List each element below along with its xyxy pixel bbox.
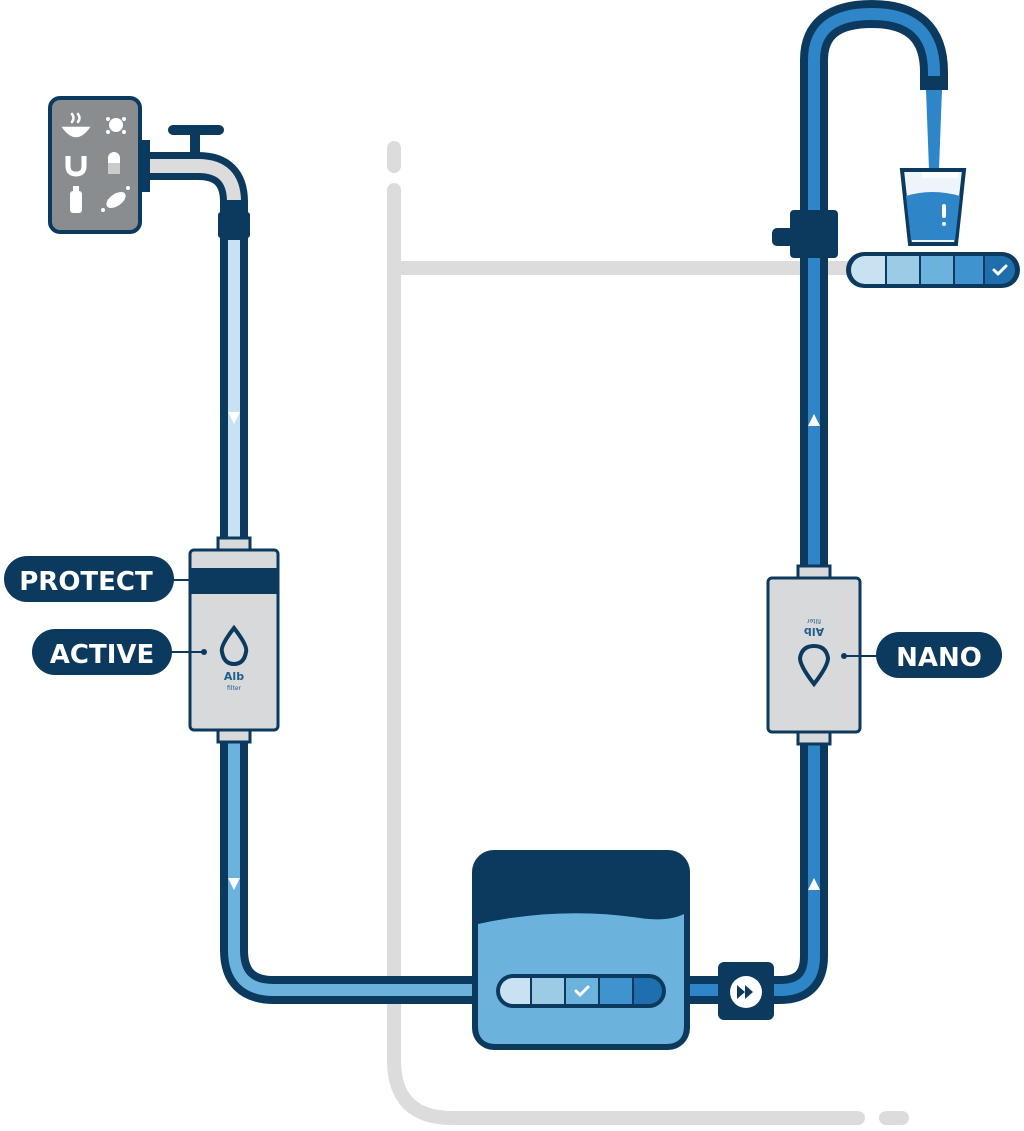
active-label-text: ACTIVE bbox=[50, 640, 155, 670]
tank-progress-indicator bbox=[500, 978, 662, 1004]
outlet-valve[interactable] bbox=[772, 76, 948, 258]
protect-label-text: PROTECT bbox=[19, 567, 153, 597]
cartridge-logo-sub: filter bbox=[806, 617, 820, 624]
flow-arrows bbox=[228, 412, 820, 890]
cartridge-logo: Alb bbox=[804, 625, 824, 638]
gray-guide-lines bbox=[387, 141, 909, 1125]
plastic-bottle-icon bbox=[70, 186, 82, 213]
check-icon bbox=[992, 264, 1008, 276]
inlet-pipe bbox=[140, 152, 248, 540]
inlet-valve[interactable] bbox=[168, 125, 250, 238]
contaminants-panel bbox=[48, 96, 150, 234]
active-label: ACTIVE bbox=[32, 629, 207, 675]
flow-arrow-up bbox=[808, 414, 820, 426]
heavy-metals-icon bbox=[61, 112, 91, 138]
microbe-icon bbox=[101, 186, 130, 212]
nano-label-text: NANO bbox=[896, 643, 982, 673]
check-icon bbox=[574, 985, 590, 997]
nano-label: NANO bbox=[841, 632, 1002, 678]
water-drop-icon bbox=[219, 624, 249, 667]
cartridge-logo: Alb bbox=[224, 670, 244, 683]
magnet-icon bbox=[65, 156, 87, 177]
fast-forward-icon bbox=[737, 985, 753, 999]
pipe-to-tank bbox=[220, 742, 476, 1004]
water-tank bbox=[472, 850, 690, 1050]
bacteria-icon bbox=[106, 117, 126, 134]
protect-active-cartridge: Alb filter bbox=[188, 536, 280, 744]
pipe-to-tap bbox=[690, 0, 948, 1004]
flow-arrow-down bbox=[228, 878, 240, 890]
cartridge-logo-sub: filter bbox=[227, 685, 241, 692]
output-progress-indicator bbox=[846, 252, 1020, 288]
water-glass bbox=[899, 90, 967, 246]
flow-arrow-up bbox=[808, 878, 820, 890]
pill-icon bbox=[108, 152, 120, 174]
protect-label: PROTECT bbox=[4, 556, 190, 602]
water-drop-icon bbox=[797, 643, 831, 688]
flow-arrow-down bbox=[228, 412, 240, 424]
pump-button[interactable] bbox=[718, 962, 774, 1020]
